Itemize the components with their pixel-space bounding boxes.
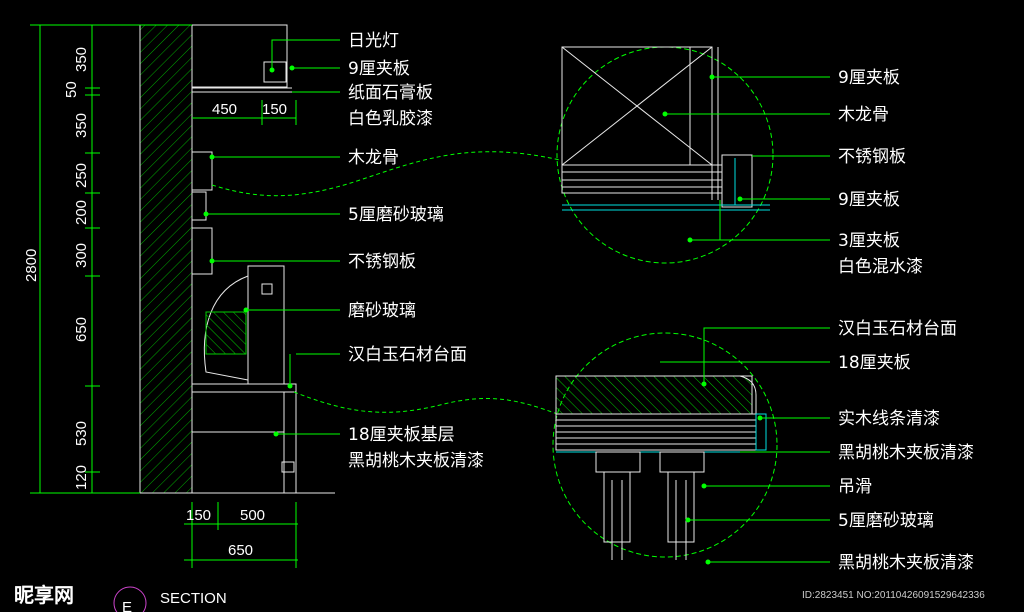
dim-v-50: 50	[63, 81, 80, 98]
label-fluorescent-lamp: 日光灯	[348, 31, 399, 51]
dim-v-200: 200	[73, 200, 90, 225]
watermark: 昵享网	[14, 583, 74, 607]
label-d2-5mm-frosted-glass: 5厘磨砂玻璃	[838, 511, 934, 531]
tv-set	[203, 265, 285, 385]
label-gypsum-board: 纸面石膏板	[348, 82, 433, 103]
shelf-upper	[191, 151, 213, 191]
detail-bottom	[552, 332, 778, 560]
label-white-latex-paint: 白色乳胶漆	[348, 109, 433, 129]
counter-top	[191, 383, 297, 393]
shelf-middle	[191, 191, 207, 221]
detail-bottom-labels: 汉白玉石材台面 18厘夹板 实木线条清漆 黑胡桃木夹板清漆 吊滑 5厘磨砂玻璃 …	[838, 319, 974, 573]
label-5mm-frosted-glass: 5厘磨砂玻璃	[348, 205, 444, 225]
label-d1-9mm-plywood-2: 9厘夹板	[838, 190, 900, 210]
label-d1-white-paint: 白色混水漆	[838, 257, 923, 277]
vertical-dimensions: 350 50 350 250 200 300 650 530 120 2800	[23, 24, 192, 494]
detail-connector-bottom	[293, 391, 561, 416]
lower-cabinet	[191, 391, 285, 494]
dim-v-350b: 350	[73, 113, 90, 138]
dim-450: 450	[212, 101, 237, 118]
label-d2-solid-wood-trim: 实木线条清漆	[838, 409, 940, 429]
label-d2-walnut-veneer-2: 黑胡桃木夹板清漆	[838, 553, 974, 573]
label-18mm-base: 18厘夹板基层	[348, 425, 455, 445]
wall-hatch	[139, 24, 193, 494]
detail-bottom-leaders	[660, 327, 830, 565]
label-marble-top: 汉白玉石材台面	[348, 345, 467, 365]
label-stainless-steel: 不锈钢板	[348, 252, 416, 272]
detail-bottom-circle	[552, 332, 778, 558]
dim-v-530: 530	[73, 421, 90, 446]
dim-v-350a: 350	[73, 47, 90, 72]
dim-v-300: 300	[73, 243, 90, 268]
dim-v-250: 250	[73, 163, 90, 188]
label-walnut-veneer: 黑胡桃木夹板清漆	[348, 451, 484, 471]
dim-v-120: 120	[73, 465, 90, 490]
dim-500: 500	[240, 507, 265, 524]
top-dimensions: 450 150	[192, 100, 297, 125]
label-d2-walnut-veneer: 黑胡桃木夹板清漆	[838, 443, 974, 463]
elevation-labels: 日光灯 9厘夹板 纸面石膏板 白色乳胶漆 木龙骨 5厘磨砂玻璃 不锈钢板 磨砂玻…	[348, 31, 484, 471]
detail-top-labels: 9厘夹板 木龙骨 不锈钢板 9厘夹板 3厘夹板 白色混水漆	[838, 68, 923, 277]
ceiling-box	[191, 24, 288, 88]
shelf-lower	[191, 227, 213, 275]
label-d1-3mm-plywood: 3厘夹板	[838, 231, 900, 251]
dim-150-top: 150	[262, 101, 287, 118]
marble-slab	[555, 375, 753, 415]
label-d1-stainless: 不锈钢板	[838, 147, 906, 167]
image-id: ID:2823451 NO:20110426091529642336	[802, 590, 985, 601]
label-9mm-plywood: 9厘夹板	[348, 59, 410, 79]
label-d1-wood-keel: 木龙骨	[838, 105, 889, 125]
detail-top-leaders	[662, 74, 830, 243]
bottom-dimensions: 150 500 650	[184, 502, 298, 568]
detail-top	[556, 46, 774, 264]
label-d2-hanging-slide: 吊滑	[838, 477, 872, 497]
light-fixture	[263, 61, 287, 83]
elevation-view	[139, 24, 335, 494]
label-frosted-glass: 磨砂玻璃	[348, 301, 416, 321]
dim-overall-2800: 2800	[23, 249, 40, 282]
section-marker: E SECTION	[113, 586, 227, 612]
section-title: SECTION	[160, 590, 227, 607]
dim-v-650: 650	[73, 317, 90, 342]
label-d2-18mm-plywood: 18厘夹板	[838, 353, 911, 373]
label-d2-marble-top: 汉白玉石材台面	[838, 319, 957, 339]
dim-650: 650	[228, 542, 253, 559]
elevation-leaders	[203, 39, 340, 437]
label-wood-keel: 木龙骨	[348, 148, 399, 168]
label-d1-9mm-plywood: 9厘夹板	[838, 68, 900, 88]
section-letter: E	[122, 599, 132, 612]
dim-150-bottom: 150	[186, 507, 211, 524]
